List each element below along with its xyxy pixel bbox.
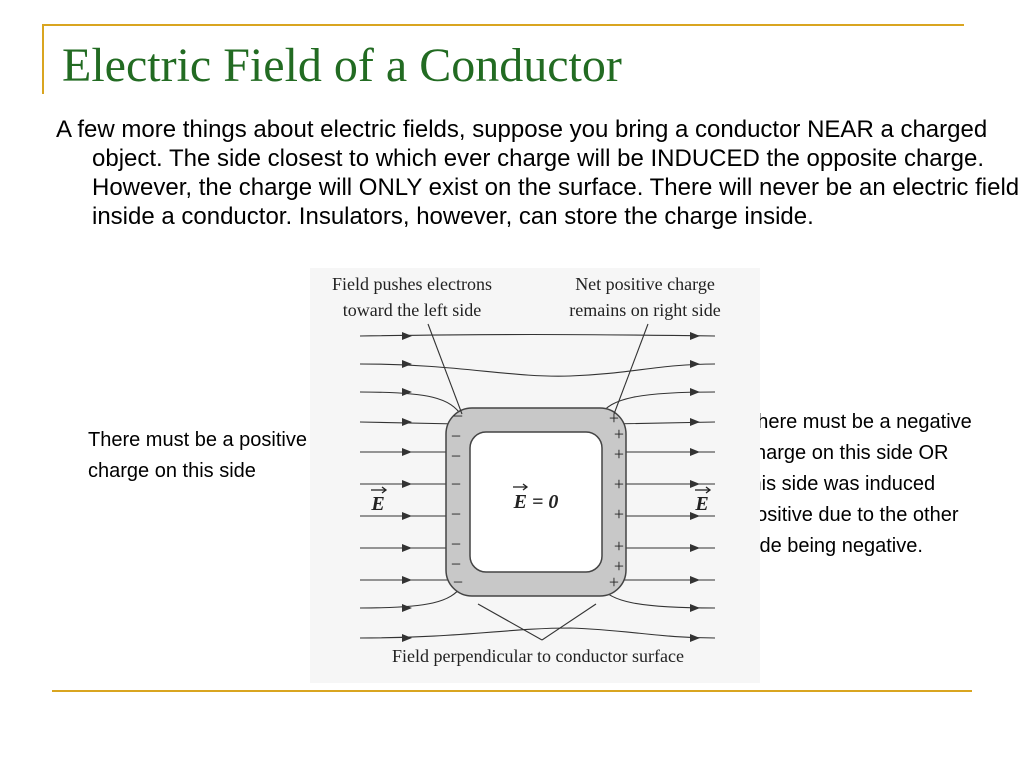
slide-body-text: A few more things about electric fields,… — [56, 116, 1020, 230]
conductor-interior — [469, 431, 603, 573]
label-top-left-line1: Field pushes electrons — [332, 274, 492, 294]
plus-sign: + — [609, 408, 619, 428]
plus-sign: + — [614, 556, 624, 576]
label-bottom: Field perpendicular to conductor surface — [392, 646, 684, 666]
minus-sign: − — [451, 474, 461, 494]
minus-sign: − — [451, 426, 461, 446]
minus-sign: − — [451, 504, 461, 524]
plus-sign: + — [609, 572, 619, 592]
field-label-center: E = 0 — [513, 491, 559, 513]
label-top-right-line1: Net positive charge — [575, 274, 715, 294]
accent-line-bottom — [52, 690, 972, 692]
plus-sign: + — [614, 424, 624, 444]
note-left: There must be a positive charge on this … — [88, 429, 307, 482]
slide-title: Electric Field of a Conductor — [62, 39, 622, 92]
note-right: There must be a negative charge on this … — [745, 411, 972, 557]
diagram-svg: Field pushes electrons toward the left s… — [310, 268, 760, 683]
accent-line-top — [44, 24, 964, 26]
field-arrowheads — [402, 332, 700, 642]
field-label-right: E — [694, 493, 708, 515]
minus-sign: − — [451, 554, 461, 574]
plus-sign: + — [614, 536, 624, 556]
accent-line-left — [42, 24, 44, 94]
minus-sign: − — [453, 406, 463, 426]
positive-charges: + + + + + + + + — [609, 408, 624, 592]
label-top-left-line2: toward the left side — [343, 300, 481, 320]
pointer-lines — [427, 323, 649, 641]
plus-sign: + — [614, 444, 624, 464]
field-label-left: E — [370, 493, 384, 515]
minus-sign: − — [453, 572, 463, 592]
plus-sign: + — [614, 504, 624, 524]
minus-sign: − — [451, 446, 461, 466]
vector-arrowhead-left — [381, 486, 388, 494]
label-top-right-line2: remains on right side — [569, 300, 720, 320]
minus-sign: − — [451, 534, 461, 554]
negative-charges: − − − − − − − − — [451, 406, 463, 592]
conductor-field-diagram: Field pushes electrons toward the left s… — [310, 268, 760, 683]
vector-arrowhead-right — [705, 486, 712, 494]
plus-sign: + — [614, 474, 624, 494]
vector-arrowhead-center — [522, 483, 529, 491]
